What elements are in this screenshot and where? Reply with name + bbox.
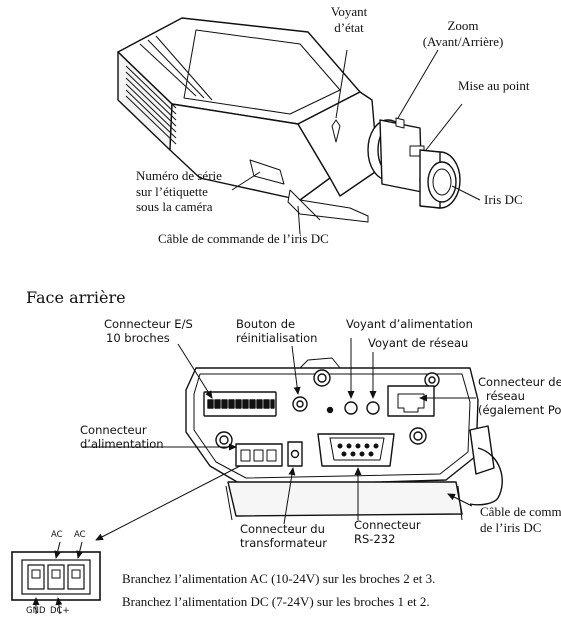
pin-dcplus-label: DC+ — [50, 606, 70, 616]
network-led-label: Voyant de réseau — [368, 336, 469, 350]
focus-label: Mise au point — [458, 78, 530, 93]
pin-ac-label-2: AC — [74, 530, 86, 540]
pin-ac-label-1: AC — [51, 530, 63, 540]
power-led-label: Voyant d’alimentation — [346, 317, 473, 331]
camera-illustration — [117, 17, 461, 223]
pin-gnd-label: GND — [26, 606, 46, 616]
pin-detail-illustration — [11, 551, 101, 601]
iris-cable-label: Câble de commande de l’iris DC — [158, 231, 329, 246]
note-dc: Branchez l’alimentation DC (7-24V) sur l… — [122, 594, 430, 609]
note-ac: Branchez l’alimentation AC (10-24V) sur … — [122, 571, 436, 586]
rear-heading: Face arrière — [26, 288, 126, 307]
zoom-label: Zoom(Avant/Arrière) — [422, 18, 504, 49]
rear-panel-illustration — [185, 357, 503, 521]
dc-iris-label: Iris DC — [484, 192, 523, 207]
